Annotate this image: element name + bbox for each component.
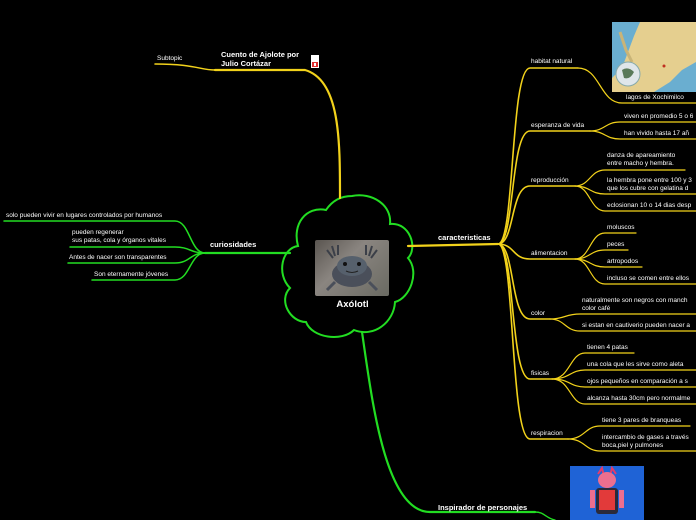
habitat-label[interactable]: habitat natural bbox=[531, 58, 573, 65]
fisicas-label[interactable]: fisicas bbox=[531, 370, 550, 377]
color-item[interactable]: si estan en cautiverio pueden nacer a bbox=[582, 322, 691, 329]
curiosidades-item[interactable]: Son eternamente jóvenes bbox=[94, 271, 169, 278]
alimentacion-item[interactable]: artropodos bbox=[607, 258, 639, 265]
alimentacion-item[interactable]: incluso se comen entre ellos bbox=[607, 275, 690, 282]
curiosidades-item[interactable]: sus patas, cola y órganos vitales bbox=[72, 237, 166, 244]
axolotl-image bbox=[315, 240, 389, 296]
alimentacion-item[interactable]: moluscos bbox=[607, 224, 635, 231]
respiracion-item[interactable]: tiene 3 pares de branqueas bbox=[602, 417, 682, 424]
curiosidades-item[interactable]: solo pueden vivir en lugares controlados… bbox=[6, 212, 163, 219]
color-label[interactable]: color bbox=[531, 310, 546, 317]
reproduccion-item[interactable]: eclosionan 10 o 14 dias desp bbox=[607, 202, 692, 209]
reproduccion-item[interactable]: danza de apareamiento bbox=[607, 152, 676, 159]
alimentacion-label[interactable]: alimentacion bbox=[531, 250, 568, 257]
fisicas-item[interactable]: tienen 4 patas bbox=[587, 344, 628, 351]
fisicas-item[interactable]: ojos pequeños en comparación a s bbox=[587, 378, 688, 385]
respiracion-label[interactable]: respiracion bbox=[531, 430, 563, 437]
curiosidades-topic[interactable]: curiosidades bbox=[210, 240, 257, 249]
cuento-topic-line1[interactable]: Cuento de Ajolote por bbox=[221, 50, 300, 59]
respiracion-item[interactable]: boca,piel y pulmones bbox=[602, 442, 664, 449]
reproduccion-item[interactable]: entre macho y hembra. bbox=[607, 160, 674, 167]
fisicas-item[interactable]: una cola que les sirve como aleta bbox=[587, 361, 684, 368]
subtopic-label[interactable]: Subtopic bbox=[157, 55, 183, 62]
flag-icon bbox=[311, 55, 319, 68]
fisicas-item[interactable]: alcanza hasta 30cm pero normalme bbox=[587, 395, 691, 402]
reproduccion-item[interactable]: la hembra pone entre 100 y 3 bbox=[607, 177, 692, 184]
esperanza-label[interactable]: esperanza de vida bbox=[531, 122, 585, 129]
color-item[interactable]: color café bbox=[582, 305, 611, 312]
esperanza-item[interactable]: viven en promedio 5 o 6 bbox=[624, 113, 694, 120]
esperanza-item[interactable]: han vivido hasta 17 añ bbox=[624, 130, 690, 137]
center-title[interactable]: Axólotl bbox=[336, 299, 369, 310]
curiosidades-item[interactable]: pueden regenerar bbox=[72, 229, 124, 236]
mexico-map-image bbox=[612, 22, 696, 92]
caracteristicas-topic[interactable]: caracteristicas bbox=[438, 233, 491, 242]
character-image bbox=[570, 466, 644, 520]
reproduccion-label[interactable]: reproducción bbox=[531, 177, 569, 184]
alimentacion-item[interactable]: peces bbox=[607, 241, 625, 248]
respiracion-item[interactable]: intercambio de gases a través bbox=[602, 434, 689, 441]
center-cloud bbox=[281, 194, 415, 338]
cuento-topic-line2[interactable]: Julio Cortázar bbox=[221, 59, 272, 68]
curiosidades-item[interactable]: Antes de nacer son transparentes bbox=[69, 254, 167, 261]
inspirador-topic[interactable]: Inspirador de personajes bbox=[438, 503, 528, 512]
habitat-item[interactable]: lagos de Xochimilco bbox=[626, 94, 684, 101]
reproduccion-item[interactable]: que los cubre con gelatina d bbox=[607, 185, 689, 192]
color-item[interactable]: naturalmente son negros con manch bbox=[582, 297, 688, 304]
